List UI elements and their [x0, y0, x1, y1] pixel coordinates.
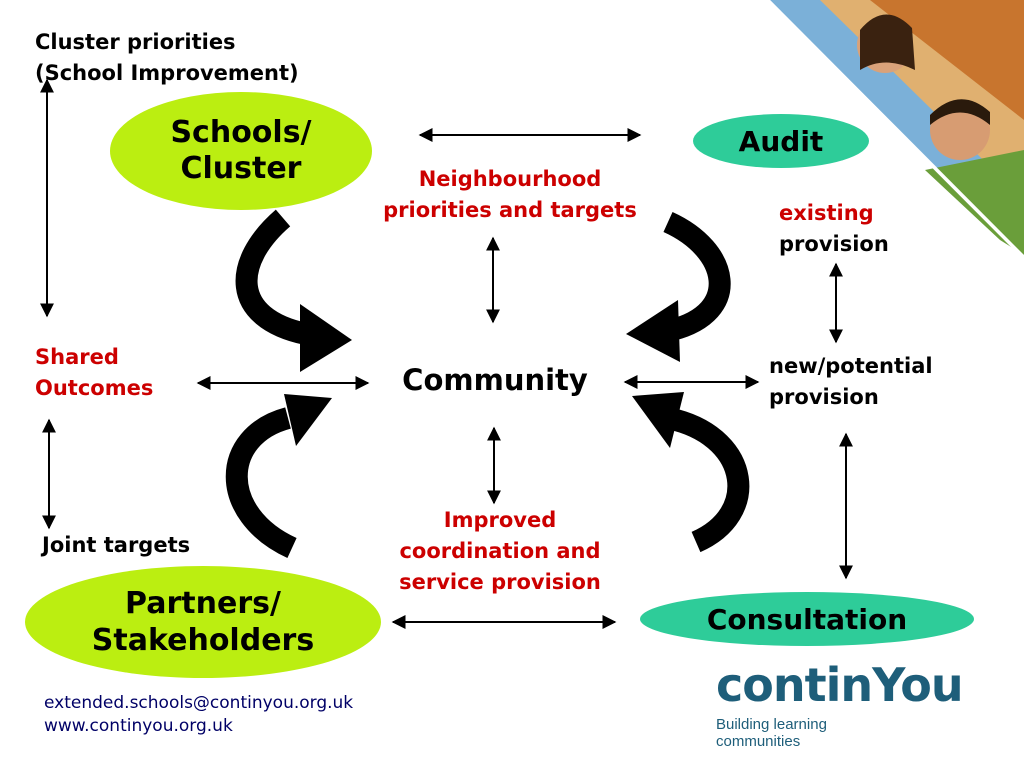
joint-targets-label: Joint targets: [42, 533, 191, 557]
logo-tagline: Building learning communities: [716, 716, 827, 750]
existing-provision-label: existing provision: [779, 201, 889, 256]
schools-cluster-node: Schools/ Cluster: [110, 92, 372, 210]
curved-arrow-bottom-left: [225, 394, 332, 558]
continyou-logo: continYou Building learning communities: [716, 660, 1006, 750]
family-photo: [765, 0, 1024, 260]
shared-outcomes-label: Shared Outcomes: [35, 345, 154, 400]
curved-arrow-bottom-right: [632, 392, 750, 553]
community-label: Community: [402, 363, 588, 397]
audit-node: Audit: [693, 114, 869, 168]
new-potential-provision-label: new/potential provision: [769, 354, 933, 409]
improved-coordination-label: Improved coordination and service provis…: [399, 508, 601, 594]
footer-contact: extended.schools@continyou.org.uk www.co…: [44, 692, 353, 738]
logo-wordmark: continYou: [716, 658, 964, 712]
neighbourhood-priorities-label: Neighbourhood priorities and targets: [383, 167, 637, 222]
cluster-priorities-label: Cluster priorities (School Improvement): [35, 30, 299, 85]
curved-arrow-top-right: [626, 211, 731, 362]
partners-stakeholders-node: Partners/ Stakeholders: [25, 566, 381, 678]
email-link[interactable]: extended.schools@continyou.org.uk: [44, 693, 354, 713]
website-link[interactable]: www.continyou.org.uk: [44, 716, 233, 736]
curved-arrow-top-left: [235, 209, 352, 372]
consultation-node: Consultation: [640, 592, 974, 646]
